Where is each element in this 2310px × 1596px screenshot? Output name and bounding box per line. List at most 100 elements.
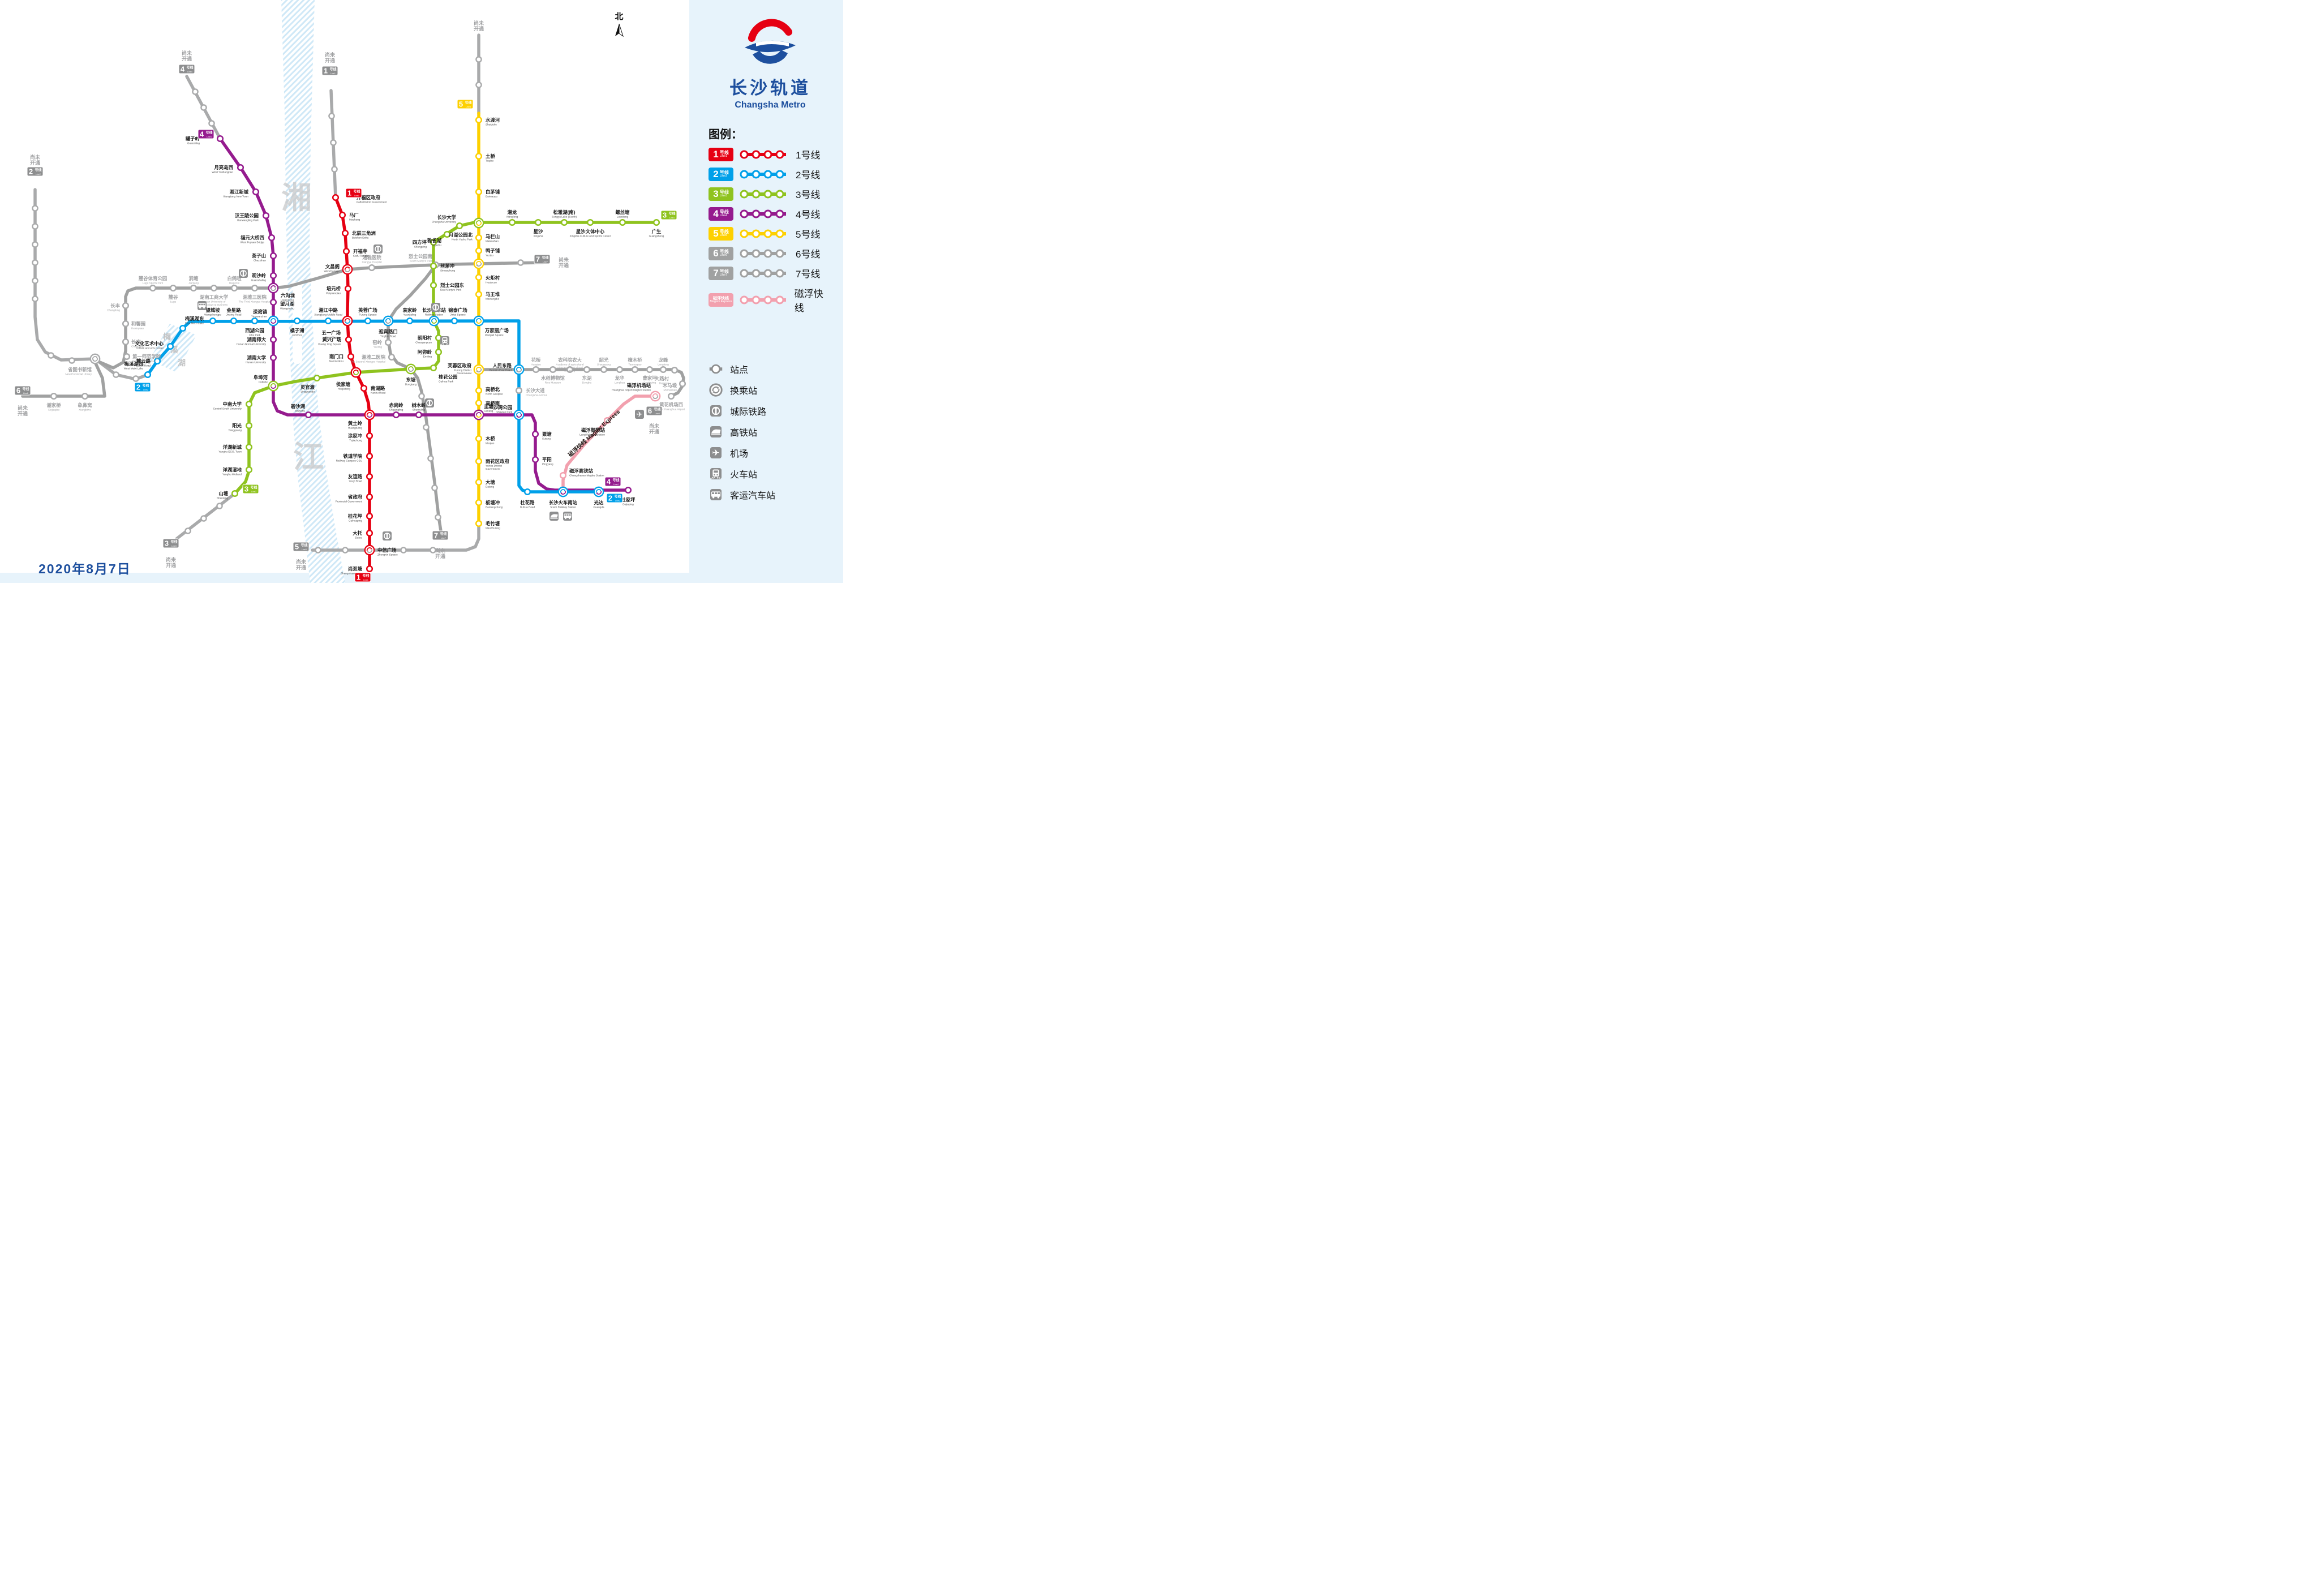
legend-symbol-label-站点: 站点 bbox=[730, 366, 749, 375]
label-山塘: 山塘 bbox=[218, 491, 228, 496]
legend-symbol-火车站: 火车站 bbox=[709, 466, 832, 481]
station-袁家岭 bbox=[406, 317, 414, 325]
label-黄土岭: 黄土岭 bbox=[348, 421, 363, 426]
label-星沙: 星沙 bbox=[534, 229, 543, 234]
station-福元大桥西 bbox=[268, 234, 276, 242]
station-开福寺 bbox=[342, 247, 350, 255]
label-en-桂花坪: Guihuaping bbox=[349, 519, 362, 522]
svg-text:4: 4 bbox=[607, 478, 611, 486]
unopened-station-dot bbox=[315, 547, 321, 554]
station-茶子山 bbox=[269, 252, 277, 260]
svg-text:3: 3 bbox=[244, 485, 248, 494]
svg-text:北: 北 bbox=[615, 12, 623, 22]
label-龙华: 龙华 bbox=[615, 375, 625, 381]
svg-text:6: 6 bbox=[648, 407, 652, 415]
label-en-杜家坪: Dujiaping bbox=[622, 503, 634, 505]
label-东湖: 东湖 bbox=[582, 375, 592, 381]
rail-icon bbox=[373, 244, 383, 254]
label-en-麓云路: Luyun Road bbox=[136, 364, 151, 367]
station-麓谷体育公园 bbox=[149, 284, 157, 292]
legend-title: 图例： bbox=[709, 128, 742, 141]
line7-path bbox=[96, 261, 545, 370]
label-茶子山: 茶子山 bbox=[251, 253, 266, 259]
station-赤岗岭 bbox=[392, 411, 400, 419]
label-湘雅三医院: 湘雅三医院 bbox=[243, 294, 267, 300]
unopened-station-dot bbox=[68, 357, 75, 364]
station-湘雅三医院 bbox=[251, 284, 259, 292]
station-碧沙湖 bbox=[304, 411, 312, 419]
svg-text:号线: 号线 bbox=[654, 407, 660, 412]
svg-text:Line5: Line5 bbox=[466, 106, 471, 108]
label-en-龙华: Longhua bbox=[615, 381, 625, 384]
svg-text:Line1: Line1 bbox=[363, 579, 368, 581]
legend-symbol-list: 站点换乘站城际铁路高铁站✈机场火车站客运汽车站 bbox=[709, 362, 832, 502]
svg-text:3: 3 bbox=[663, 211, 667, 220]
label-人民东路: 人民东路 bbox=[493, 363, 512, 368]
station-树木岭 bbox=[415, 411, 423, 419]
label-螺丝塘: 螺丝塘 bbox=[615, 209, 630, 215]
label-迎宾路口: 迎宾路口 bbox=[379, 329, 398, 334]
logo: 长沙轨道 Changsha Metro bbox=[709, 18, 832, 110]
station-窑岭 bbox=[384, 338, 392, 346]
label-en-开福区政府: Kaifu District Government bbox=[357, 200, 387, 203]
station-象鼻窝 bbox=[81, 392, 89, 400]
station-第一师范学院 bbox=[123, 353, 131, 361]
station-legend-icon bbox=[709, 364, 723, 374]
station-广生 bbox=[652, 218, 660, 226]
label-六沟垅: 六沟垅 bbox=[281, 293, 295, 298]
hsr-icon bbox=[549, 512, 559, 521]
label-湘龙: 湘龙 bbox=[508, 209, 517, 215]
label-高桥北: 高桥北 bbox=[486, 387, 500, 392]
label-en-东湖: Donghu bbox=[582, 381, 592, 384]
station-丝茅冲 bbox=[430, 262, 437, 270]
label-杜家坪: 杜家坪 bbox=[621, 497, 636, 503]
label-en-罐子岭: Guanziling bbox=[187, 141, 200, 144]
label-en-碧沙湖: Bishahu bbox=[295, 409, 305, 412]
unopened-station-dot bbox=[330, 139, 337, 146]
label-en-窑岭: Yaoling bbox=[373, 345, 383, 348]
svg-text:梅: 梅 bbox=[163, 332, 171, 341]
station-磁浮㮾梨站 bbox=[603, 417, 611, 424]
label-文昌阁: 文昌阁 bbox=[325, 264, 340, 269]
label-第一师范学院: 第一师范学院 bbox=[132, 354, 161, 359]
label-en-星沙文体中心: Xingsha Culture and Sports Center bbox=[570, 234, 611, 237]
label-大路村: 大路村 bbox=[655, 376, 669, 381]
svg-text:✈: ✈ bbox=[712, 448, 720, 458]
station-烈士公园东 bbox=[430, 281, 437, 289]
label-en-曹家坪: Caojiaping bbox=[643, 381, 656, 384]
label-万家丽广场: 万家丽广场 bbox=[484, 328, 509, 333]
label-en-广生: Guangsheng bbox=[649, 234, 664, 237]
label-en-韶光: Shaoguang bbox=[597, 363, 611, 366]
station-螺丝塘 bbox=[619, 218, 626, 226]
label-开福寺: 开福寺 bbox=[353, 248, 368, 254]
label-金星路: 金星路 bbox=[226, 307, 241, 313]
station-万家丽广场 bbox=[473, 315, 484, 327]
label-月亮岛西: 月亮岛西 bbox=[214, 165, 234, 170]
station-麓云路 bbox=[153, 357, 161, 365]
logo-title: 长沙轨道 bbox=[729, 78, 811, 98]
station-黄土岭 bbox=[364, 409, 375, 421]
label-湘江新城: 湘江新城 bbox=[230, 189, 249, 195]
label-en-桂花公园: Guihua Park bbox=[439, 380, 454, 383]
station-土桥 bbox=[475, 152, 483, 160]
label-en-毛竹塘: Maozhutang bbox=[486, 526, 500, 529]
label-en-水稻博物馆: Rice Museum bbox=[545, 381, 561, 384]
label-en-长沙火车南站: South Railway Station bbox=[550, 505, 576, 508]
unopened-station-dot bbox=[435, 514, 441, 521]
label-en-中信广场: Zhongxin Square bbox=[377, 553, 398, 556]
legend-label-3号线: 3号线 bbox=[796, 190, 821, 200]
legend-label-7号线: 7号线 bbox=[796, 269, 821, 280]
label-湘雅医院: 湘雅医院 bbox=[362, 255, 381, 260]
bus-icon bbox=[197, 301, 207, 310]
label-东塘: 东塘 bbox=[406, 377, 416, 383]
label-en-高桥南: South Gaoqiao bbox=[486, 406, 504, 409]
